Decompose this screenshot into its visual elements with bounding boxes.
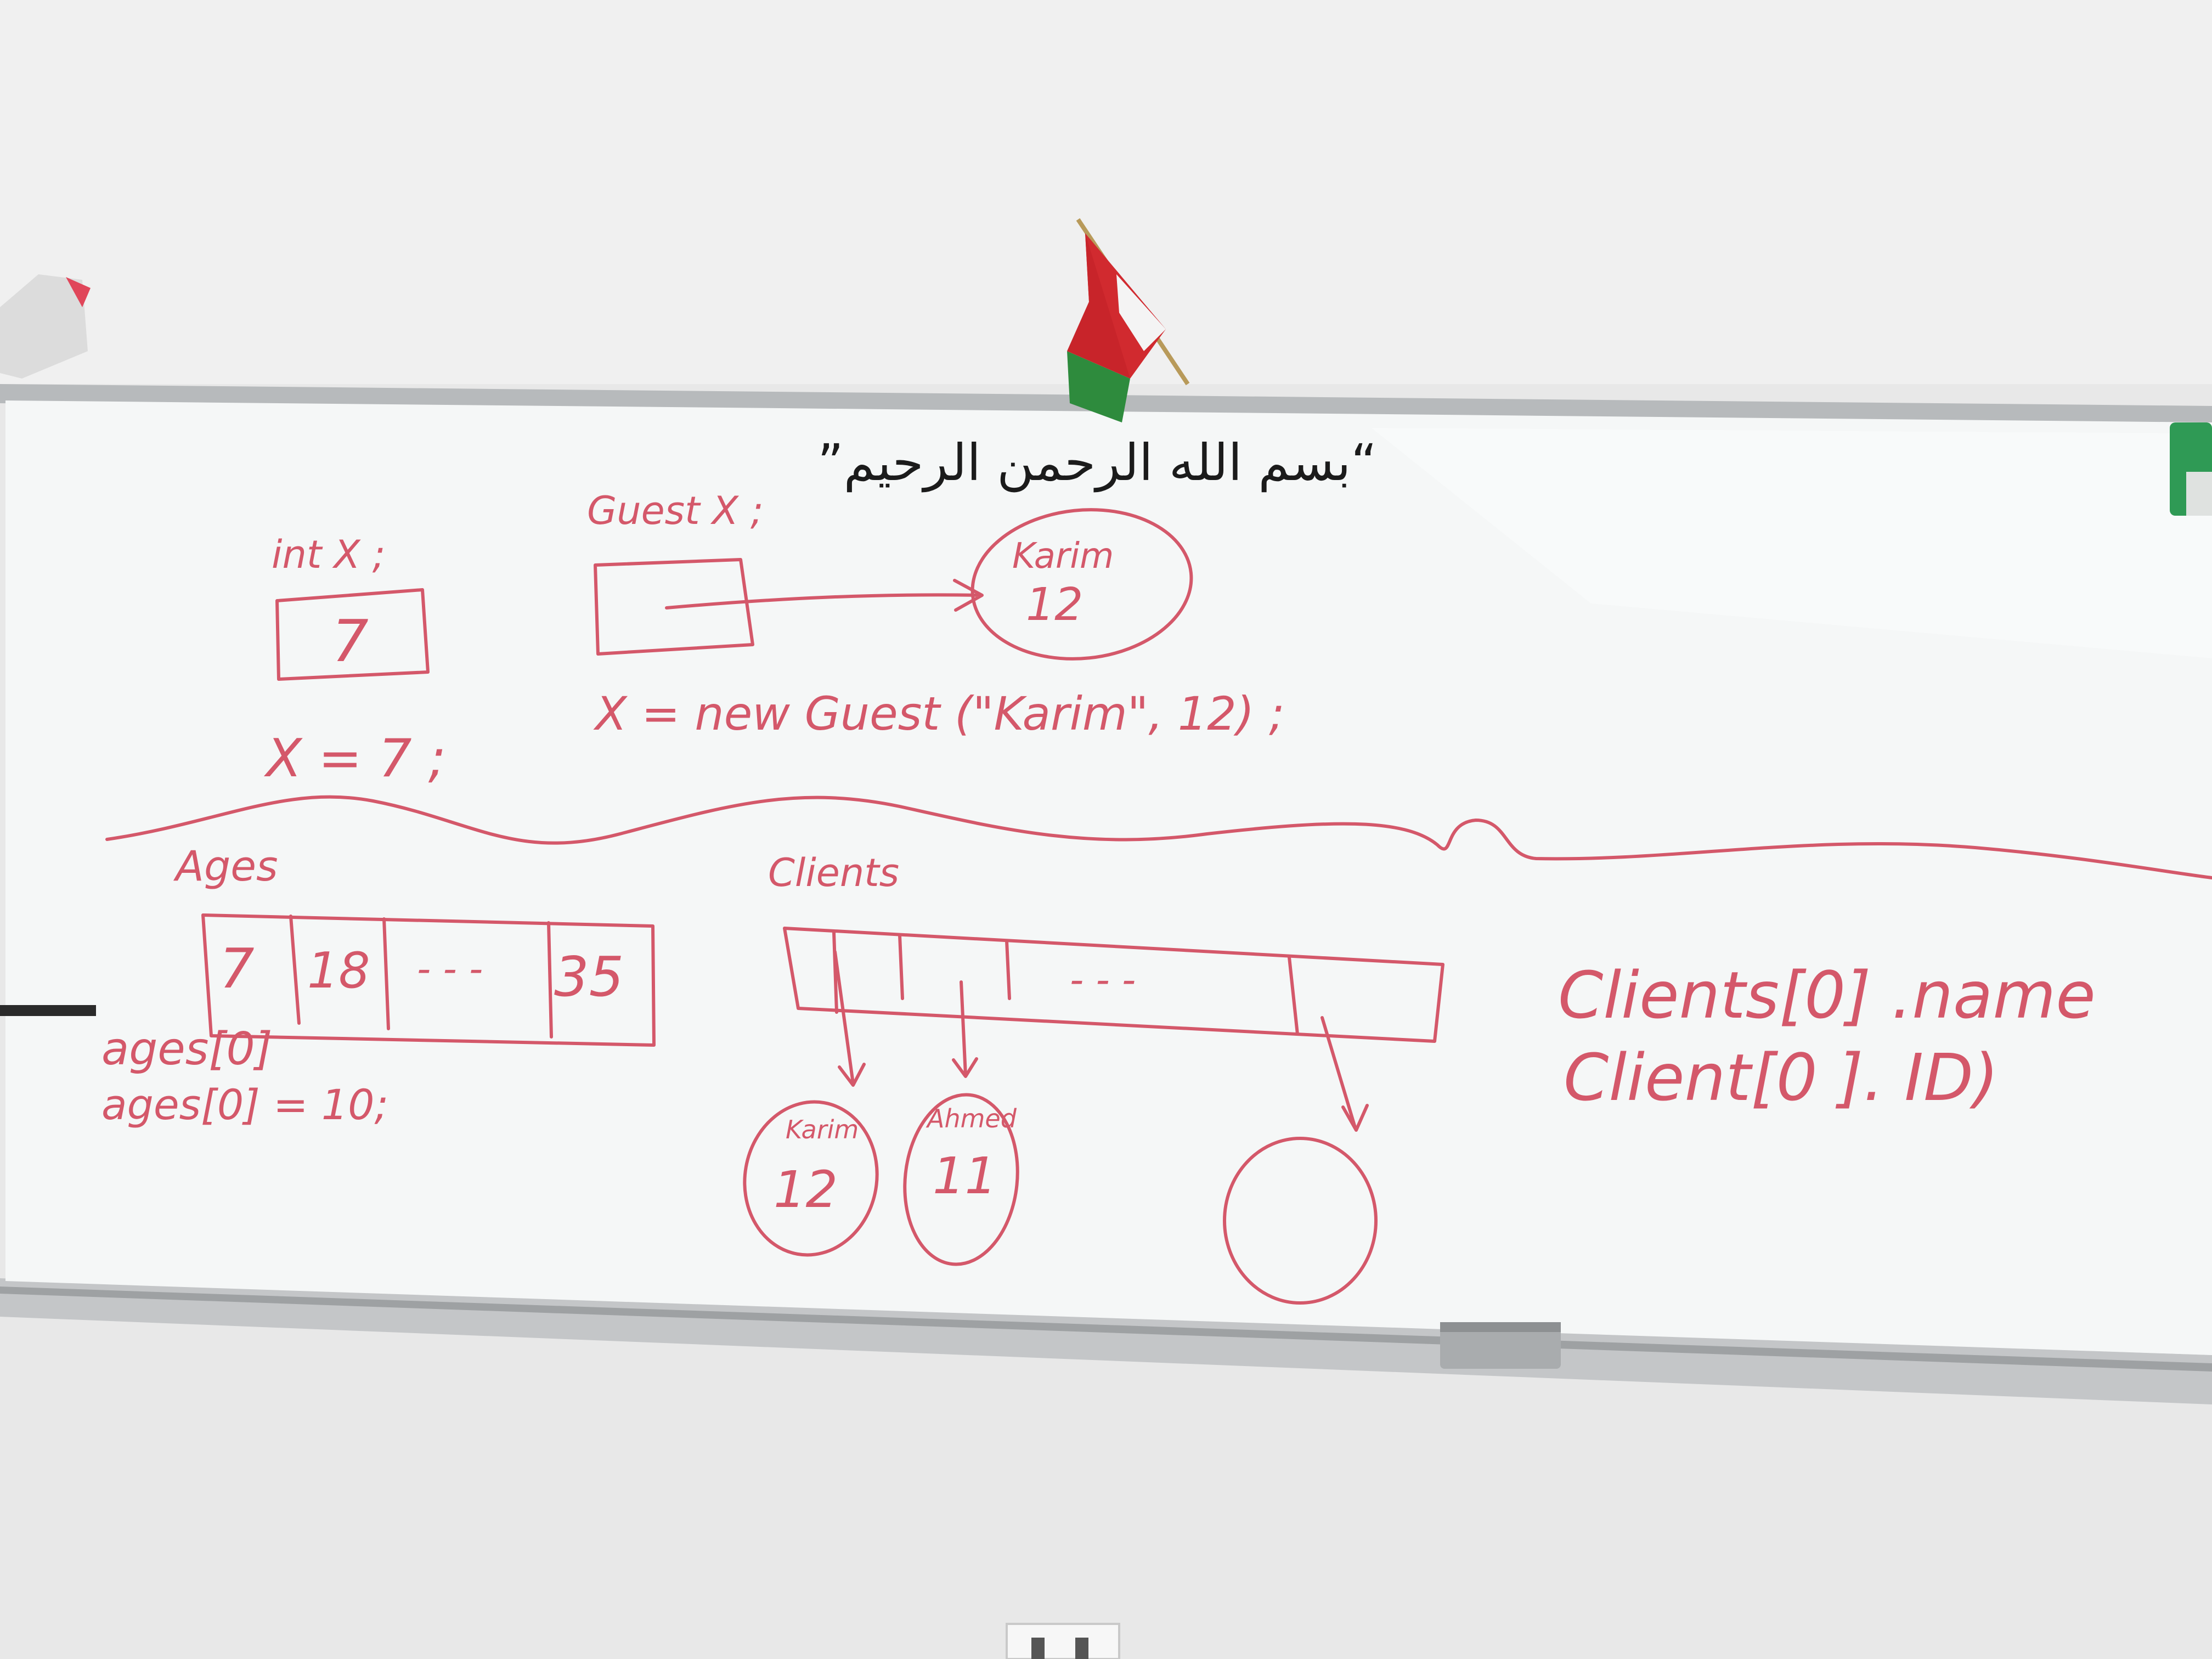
clients-title: Clients (768, 850, 899, 895)
guest-reference-box (594, 558, 754, 656)
ages-cell-dividers (289, 915, 553, 1039)
clients-access-1: Clients[0] .name (1558, 957, 2096, 1033)
int-assignment: X = 7 ; (263, 729, 446, 789)
client-object-1-value: 11 (933, 1147, 997, 1205)
int-box-value: 7 (332, 608, 369, 675)
ages-cell-0: 7 (219, 936, 255, 1001)
guest-object-name: Karim (1012, 536, 1114, 577)
client-object-0-value: 12 (774, 1160, 838, 1219)
client-object-0 (743, 1100, 879, 1257)
guest-object-circle (970, 508, 1193, 661)
board-glare (1372, 428, 2212, 658)
ages-cell-1: 18 (307, 942, 370, 1000)
ages-cell-3: 35 (554, 945, 624, 1009)
clients-cell-dividers (832, 931, 1299, 1036)
client-object-1 (903, 1093, 1019, 1266)
clients-array (783, 927, 1444, 1043)
client-object-empty (1223, 1137, 1378, 1305)
ages-title: Ages (173, 842, 278, 890)
guest-declaration: Guest X ; (587, 488, 764, 533)
marker-tray-icon (1440, 1322, 1561, 1369)
ages-array (201, 913, 656, 1047)
ages-access-2: ages[0] = 10; (101, 1080, 388, 1129)
guest-reference-arrow (665, 579, 984, 612)
header-arabic: “بسم الله الرحمن الرحيم” (817, 433, 1377, 493)
wall-outlet-icon (1006, 1623, 1120, 1659)
ages-access-1: ages[0] (101, 1023, 273, 1075)
oman-flag-icon (1067, 218, 1190, 422)
client-object-0-name: Karim (786, 1115, 859, 1144)
clients-arrows (833, 950, 1369, 1132)
board-left-marker (0, 1005, 96, 1016)
clients-ellipsis: - - - (1070, 957, 1136, 1002)
guest-assignment: X = new Guest ("Karim", 12) ; (593, 687, 1284, 741)
clients-access-2: Client[0 ]. ID) (1564, 1040, 1999, 1115)
guest-object-age: 12 (1026, 579, 1083, 631)
int-declaration: int X ; (272, 532, 385, 577)
ages-cell-2: - - - (417, 946, 483, 991)
paper-decoration (0, 274, 91, 379)
section-divider-wave (105, 795, 2212, 879)
board-magnet-cap (2186, 472, 2212, 516)
client-object-1-name: Ahmed (926, 1104, 1017, 1133)
int-box (275, 588, 430, 681)
whiteboard-surface (5, 400, 2212, 1355)
